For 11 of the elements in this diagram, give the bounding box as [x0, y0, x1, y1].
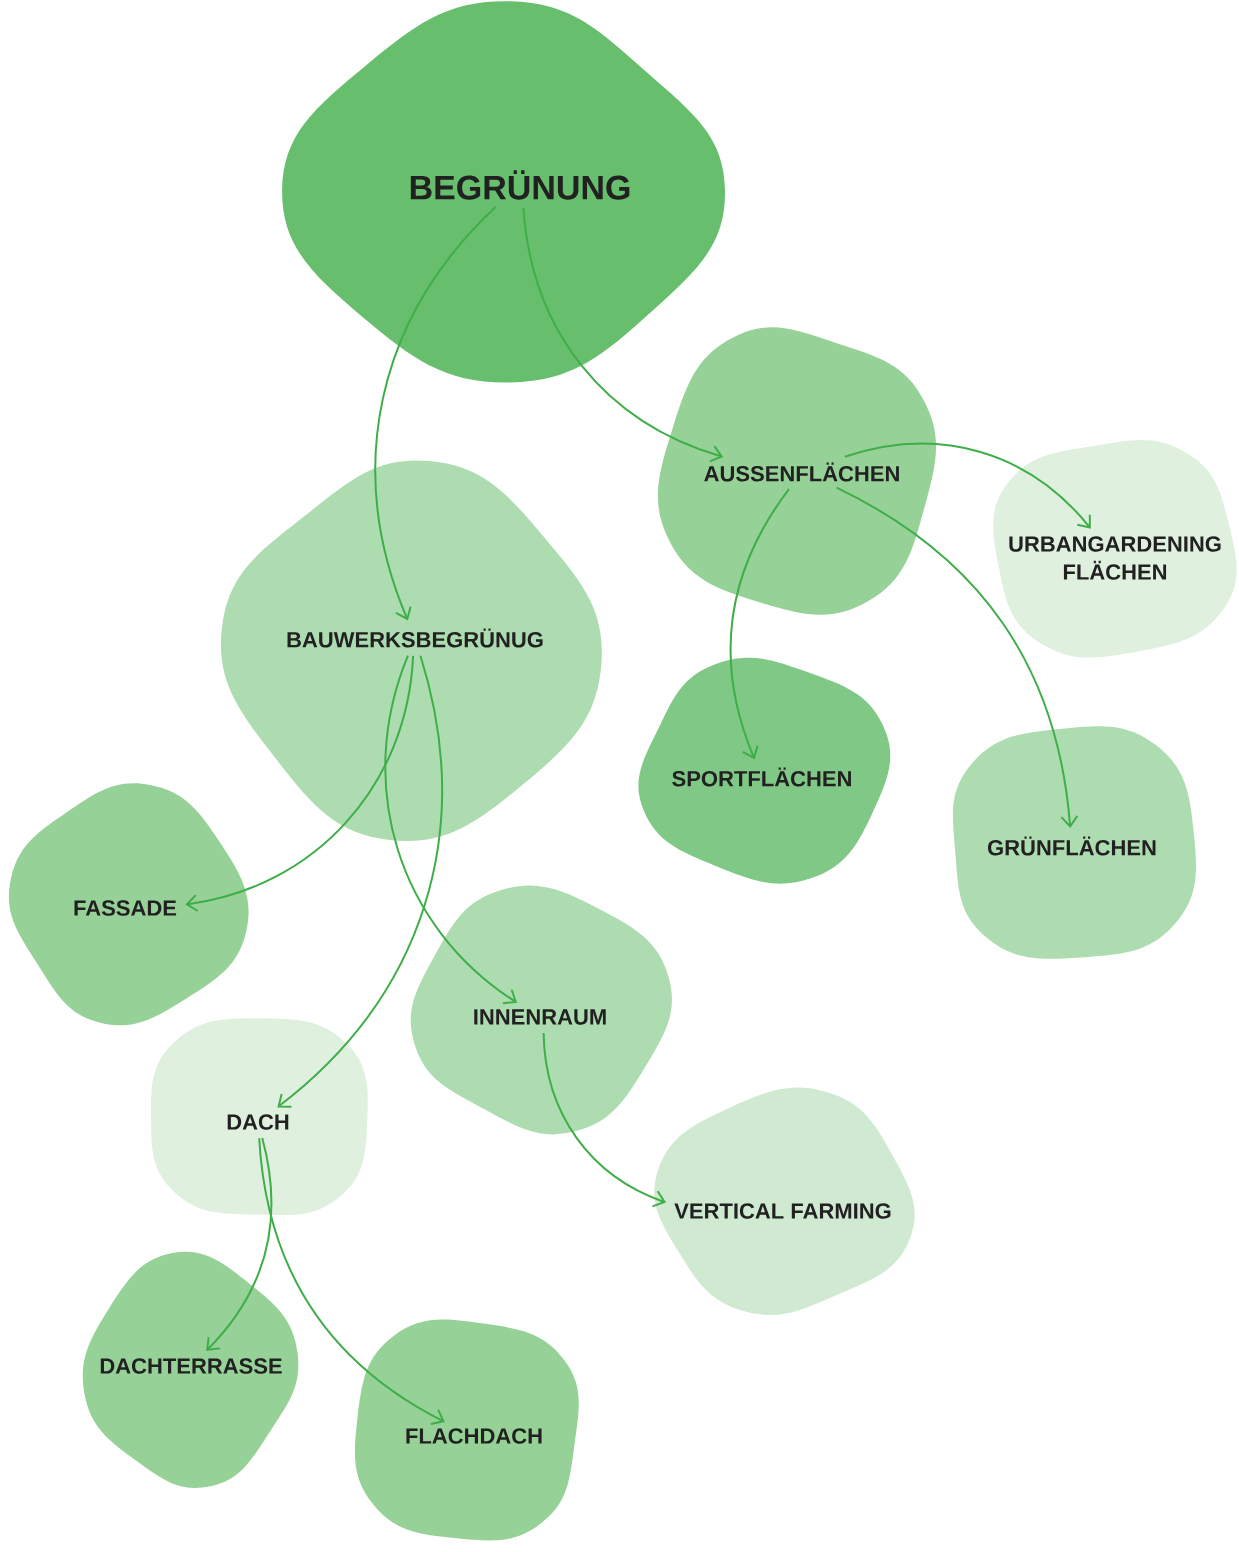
arrow [843, 442, 1091, 529]
arrow [542, 1032, 667, 1208]
arrow [206, 1137, 273, 1351]
arrow [522, 207, 724, 463]
arrow [374, 205, 497, 621]
arrow [835, 486, 1079, 829]
arrow [277, 654, 443, 1108]
arrow [384, 654, 518, 1005]
arrow [729, 488, 790, 760]
arrow [258, 1137, 445, 1425]
arrow [185, 654, 415, 912]
